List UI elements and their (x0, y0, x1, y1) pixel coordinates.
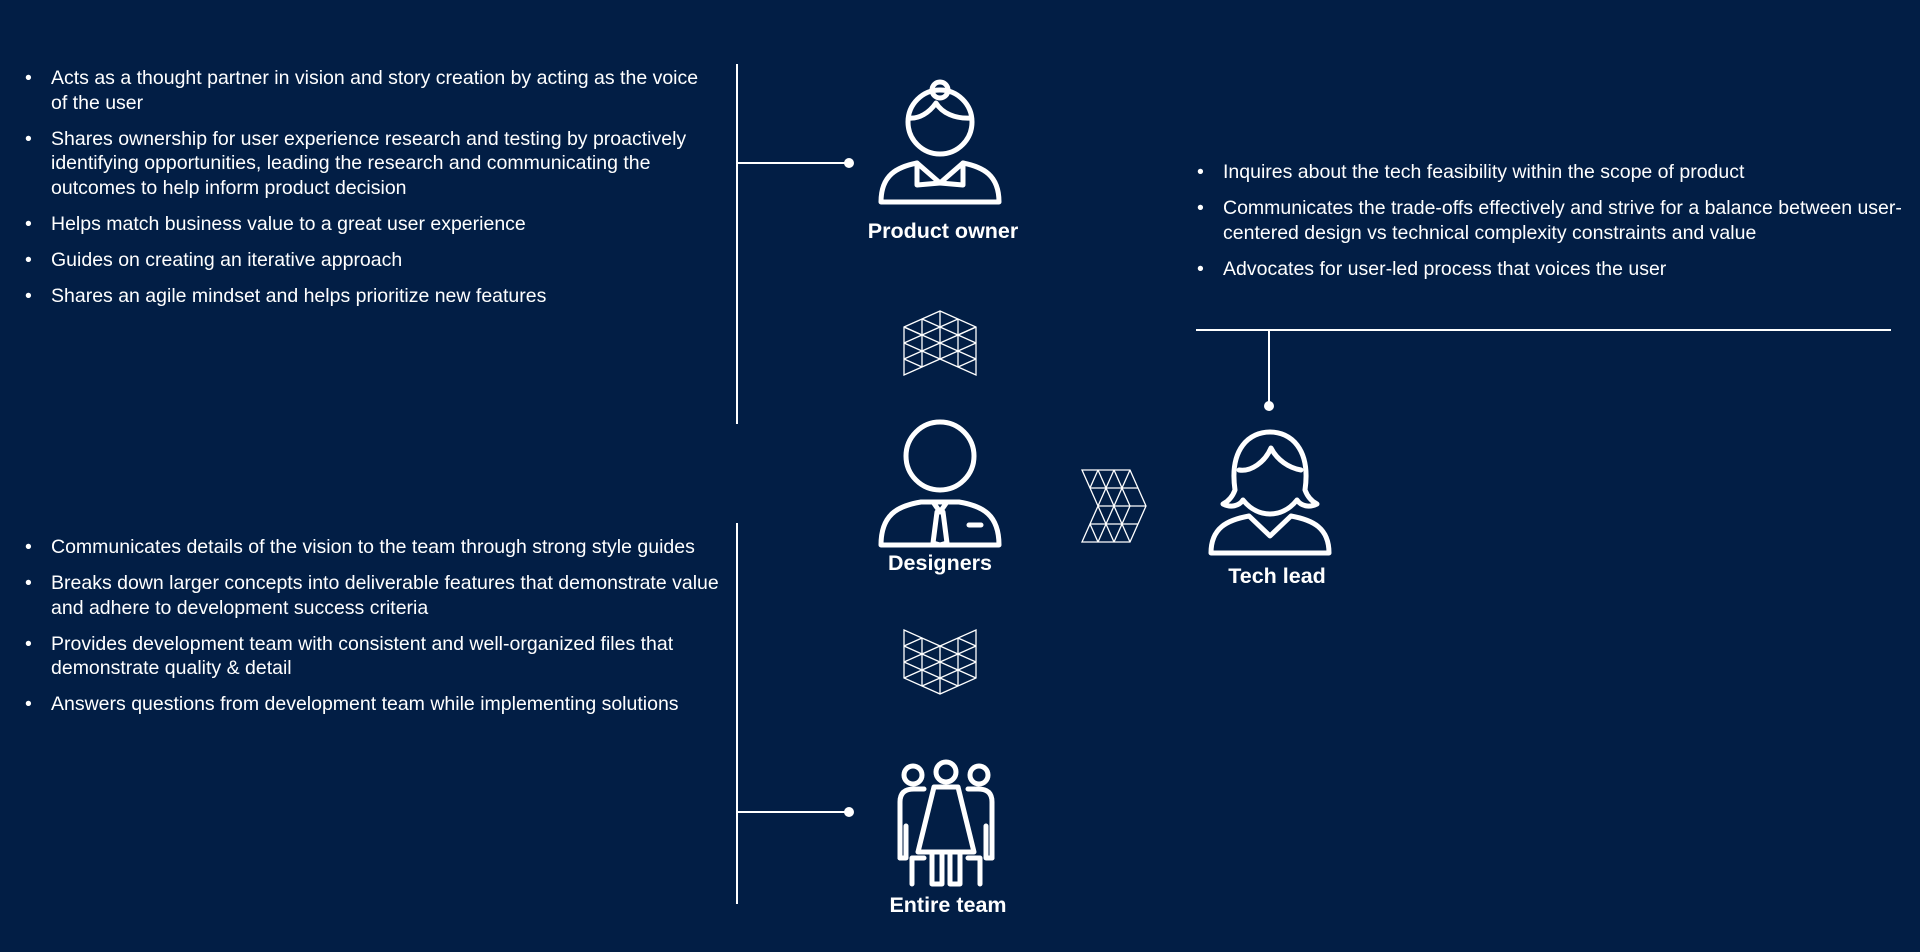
product-owner-label: Product owner (867, 219, 1019, 243)
list-item: Inquires about the tech feasibility with… (1197, 160, 1907, 185)
tech-lead-divider-line (1196, 329, 1891, 331)
tech-lead-connector-dot (1264, 401, 1274, 411)
entire-team-connector-line (737, 811, 850, 813)
list-item: Guides on creating an iterative approach (25, 248, 715, 273)
list-item: Acts as a thought partner in vision and … (25, 66, 715, 115)
product-owner-bracket-line (736, 64, 738, 424)
tech-lead-woman-icon (1208, 429, 1332, 556)
list-item: Answers questions from development team … (25, 692, 725, 717)
product-owner-connector-line (737, 162, 850, 164)
tech-lead-connector-line (1268, 330, 1270, 405)
product-owner-responsibilities: Acts as a thought partner in vision and … (25, 66, 715, 320)
list-item: Shares an agile mindset and helps priori… (25, 284, 715, 309)
product-owner-connector-dot (844, 158, 854, 168)
list-item: Shares ownership for user experience res… (25, 127, 715, 201)
tech-lead-responsibilities: Inquires about the tech feasibility with… (1197, 160, 1907, 293)
entire-team-label: Entire team (889, 893, 1007, 917)
designers-label: Designers (888, 551, 992, 575)
designer-man-tie-icon (878, 419, 1002, 548)
entire-team-bracket-line (736, 523, 738, 904)
triangle-chevron-down-icon (903, 628, 977, 695)
team-group-icon (897, 759, 995, 887)
entire-team-responsibilities: Communicates details of the vision to th… (25, 535, 725, 728)
tech-lead-label: Tech lead (1228, 564, 1326, 588)
list-item: Communicates the trade-offs effectively … (1197, 196, 1907, 245)
triangle-chevron-right-icon (1080, 469, 1147, 543)
entire-team-connector-dot (844, 807, 854, 817)
product-owner-woman-icon (878, 79, 1002, 205)
list-item: Advocates for user-led process that voic… (1197, 257, 1907, 282)
list-item: Helps match business value to a great us… (25, 212, 715, 237)
list-item: Breaks down larger concepts into deliver… (25, 571, 725, 620)
triangle-chevron-up-icon (903, 310, 977, 377)
list-item: Provides development team with consisten… (25, 632, 725, 681)
list-item: Communicates details of the vision to th… (25, 535, 725, 560)
